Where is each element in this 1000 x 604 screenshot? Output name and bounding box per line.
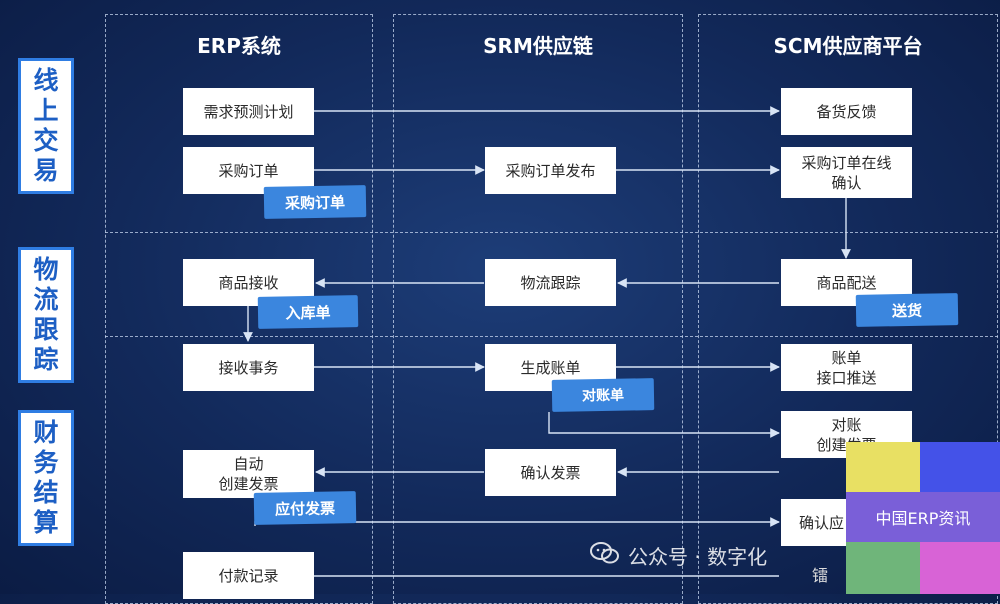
box-label: 接收事务: [218, 358, 279, 377]
box-label: 采购订单: [218, 161, 279, 180]
watermark: 公众号 · 数字化: [590, 541, 767, 570]
box-bill-push: 账单 接口推送: [781, 344, 912, 391]
tag-purchase-order: 采购订单: [263, 185, 367, 219]
side-char: 物: [33, 255, 59, 284]
box-label: 备货反馈: [816, 102, 877, 121]
box-label: 确认发票: [520, 463, 581, 482]
badge-block-green: [846, 542, 920, 594]
section-divider-1: [105, 232, 998, 233]
box-label: 付款记录: [218, 566, 279, 585]
arrow-statement-to-reconcile: [548, 412, 780, 438]
tag-warehouse-entry: 入库单: [257, 295, 359, 329]
side-char: 结: [33, 478, 59, 507]
side-char: 务: [33, 448, 59, 477]
box-label: 采购订单发布: [505, 161, 596, 180]
side-char: 算: [33, 508, 59, 537]
box-po-publish: 采购订单发布: [485, 147, 616, 194]
box-label: 自动: [233, 455, 264, 473]
box-logistics-tracking: 物流跟踪: [485, 259, 616, 306]
badge-block-yellow: [846, 442, 920, 492]
side-char: 易: [33, 156, 59, 185]
badge-block-blue: [920, 442, 1000, 492]
section-divider-2: [105, 336, 998, 337]
side-char: 线: [33, 66, 59, 95]
badge-block-magenta: [920, 542, 1000, 594]
box-confirm-invoice: 确认发票: [485, 449, 616, 496]
watermark-text: 公众号 · 数字化: [628, 545, 768, 569]
box-label: 生成账单: [520, 358, 581, 377]
box-label: 对账: [831, 415, 862, 434]
corner-badge: 中国ERP资讯: [846, 442, 1000, 594]
side-char: 上: [33, 96, 59, 125]
side-char: 流: [33, 285, 59, 314]
box-label: 物流跟踪: [520, 273, 581, 292]
column-header-scm: SCM供应商平台: [773, 34, 923, 58]
box-payment-record: 付款记录: [183, 552, 314, 599]
tag-statement: 对账单: [551, 378, 655, 412]
wechat-icon: [590, 541, 620, 570]
box-demand-forecast: 需求预测计划: [183, 88, 314, 135]
box-label: 账单: [831, 348, 862, 367]
side-char: 交: [33, 126, 59, 155]
tag-delivery: 送货: [855, 293, 959, 327]
box-label: 创建发票: [218, 475, 279, 493]
side-char: 踪: [33, 345, 59, 374]
column-header-srm: SRM供应链: [483, 34, 593, 58]
watermark-partial-glyph: 镭: [812, 566, 829, 585]
box-label: 需求预测计划: [203, 102, 294, 121]
box-label: 商品配送: [816, 273, 877, 292]
side-char: 跟: [33, 315, 59, 344]
box-label: 确认应: [799, 513, 845, 532]
box-auto-invoice: 自动 创建发票: [183, 450, 314, 498]
box-stock-feedback: 备货反馈: [781, 88, 912, 135]
side-char: 财: [33, 418, 59, 447]
box-receive-transaction: 接收事务: [183, 344, 314, 391]
column-header-erp: ERP系统: [197, 34, 281, 58]
side-label-logistics: 物 流 跟 踪: [18, 247, 74, 383]
side-label-finance: 财 务 结 算: [18, 410, 74, 546]
box-label: 商品接收: [218, 273, 279, 292]
box-label: 接口推送: [816, 368, 877, 387]
box-label: 确认: [831, 173, 862, 192]
box-po-online-confirm: 采购订单在线 确认: [781, 147, 912, 198]
badge-label: 中国ERP资讯: [846, 492, 1000, 542]
tag-payable-invoice: 应付发票: [253, 491, 357, 525]
side-label-online-trade: 线 上 交 易: [18, 58, 74, 194]
box-label: 采购订单在线: [801, 153, 892, 172]
